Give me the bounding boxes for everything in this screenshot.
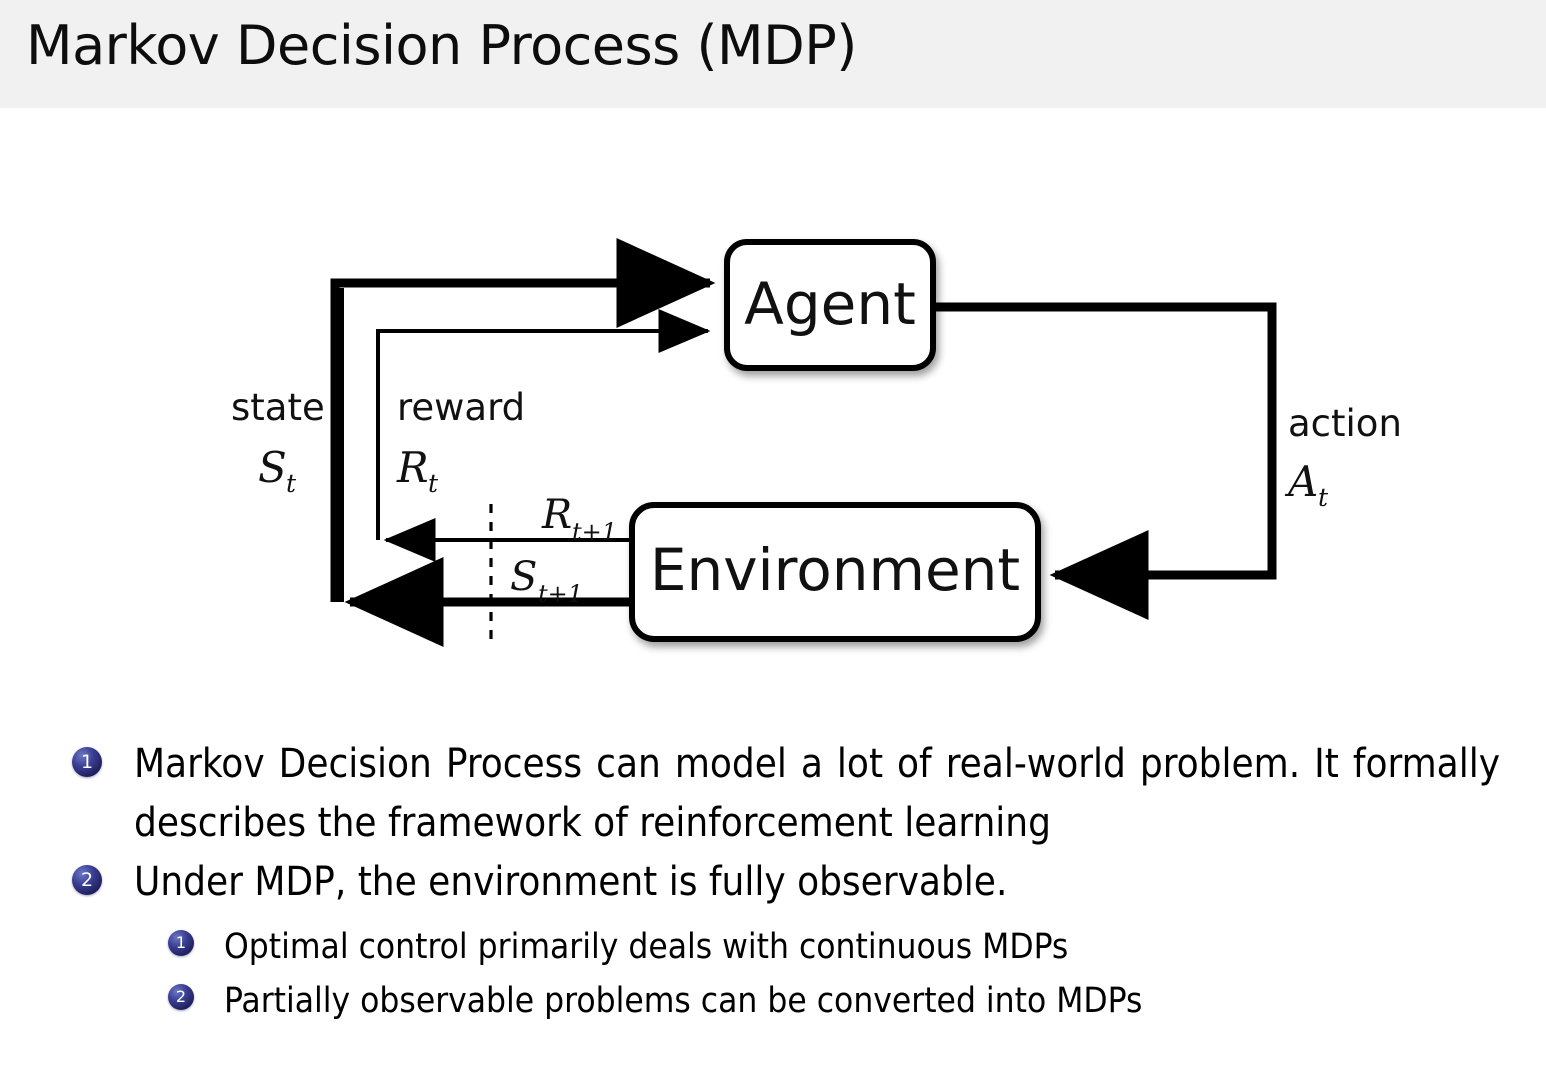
sub-bullet-number-icon: 2 [168, 983, 194, 1010]
state-label-subscript: t [286, 469, 297, 498]
next-state-subscript: t+1 [538, 580, 583, 608]
reward-label-subscript: t [428, 469, 439, 498]
bullet-number-icon: 1 [72, 747, 102, 777]
bullet-number-icon: 2 [72, 864, 102, 895]
agent-node-label: Agent [744, 270, 916, 338]
action-label-group: action A t [1284, 402, 1402, 512]
list-item: 2 Under MDP, the environment is fully ob… [0, 853, 1546, 1028]
action-path [930, 302, 1277, 620]
state-label-symbol: S [258, 443, 287, 492]
list-item-text: Markov Decision Process can model a lot … [134, 741, 1500, 846]
mdp-diagram: Agent Environment state S t reward R t a… [0, 108, 1546, 708]
action-label-word: action [1288, 402, 1402, 445]
sub-list-item-text: Partially observable problems can be con… [224, 980, 1143, 1021]
content-bullet-list: 1 Markov Decision Process can model a lo… [0, 735, 1546, 1028]
environment-node-label: Environment [650, 536, 1020, 604]
next-state-symbol: S [510, 554, 537, 600]
next-state-label-group: S t+1 [510, 554, 583, 608]
sub-list-item: 1 Optimal control primarily deals with c… [0, 921, 1546, 974]
reward-label-symbol: R [396, 443, 429, 492]
list-item: 1 Markov Decision Process can model a lo… [0, 735, 1546, 853]
page-title: Markov Decision Process (MDP) [26, 14, 857, 77]
sub-list-item-text: Optimal control primarily deals with con… [224, 927, 1069, 968]
reward-label-word: reward [397, 386, 525, 429]
next-reward-label-group: R t+1 [541, 492, 617, 546]
sub-bullet-list: 1 Optimal control primarily deals with c… [0, 921, 1546, 1027]
next-reward-subscript: t+1 [572, 518, 617, 546]
list-item-text: Under MDP, the environment is fully obse… [134, 858, 1008, 905]
next-reward-symbol: R [541, 492, 572, 538]
action-label-subscript: t [1318, 483, 1329, 512]
reward-label-group: reward R t [396, 386, 525, 498]
sub-list-item: 2 Partially observable problems can be c… [0, 975, 1546, 1028]
agent-node: Agent [724, 239, 936, 371]
action-label-symbol: A [1284, 457, 1318, 506]
sub-bullet-number-icon: 1 [168, 930, 194, 957]
state-label-word: state [231, 386, 325, 429]
slide-header-band: Markov Decision Process (MDP) [0, 0, 1546, 108]
state-label-group: state S t [231, 386, 325, 498]
environment-node: Environment [629, 502, 1041, 642]
